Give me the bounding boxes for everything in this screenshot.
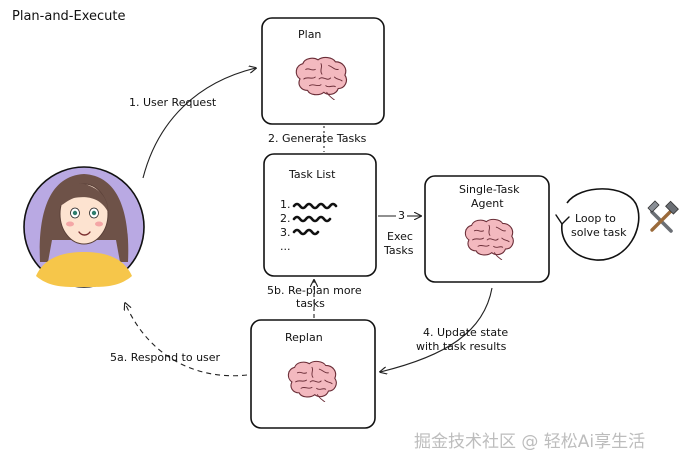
agent-label-line2: Agent — [471, 197, 504, 210]
watermark: 掘金技术社区 @ 轻松Ai享生活 — [414, 432, 645, 452]
task-list-box — [263, 153, 377, 277]
user-avatar-icon — [23, 166, 145, 288]
task-list-node: Task List 1. 2. 3. ... — [263, 153, 377, 277]
replan-label: Replan — [285, 331, 323, 344]
loop-arrowhead — [555, 214, 570, 225]
task-item-3-number: 3. — [280, 226, 291, 239]
plan-label: Plan — [298, 28, 321, 41]
loop-circle — [561, 188, 640, 261]
edge-respond-to-user — [125, 303, 248, 377]
diagram-title: Plan-and-Execute — [12, 9, 125, 24]
task-item-3-squiggle — [292, 228, 320, 236]
edge-label-update-line2: with task results — [416, 340, 507, 353]
edge-label-user-request: 1. User Request — [129, 96, 217, 109]
loop-node: Loop to solve task — [555, 188, 640, 261]
agent-node: Single-Task Agent — [424, 175, 550, 283]
agent-label-line1: Single-Task — [459, 183, 520, 196]
edge-label-exec-number: 3 — [398, 209, 405, 222]
edge-update-state — [380, 287, 493, 372]
replan-node: Replan — [250, 319, 376, 429]
edge-label-respond: 5a. Respond to user — [110, 351, 221, 364]
task-item-1-number: 1. — [280, 198, 291, 211]
edge-user-request — [142, 68, 256, 179]
loop-label-line1: Loop to — [575, 212, 616, 225]
task-item-2-squiggle — [292, 215, 332, 223]
edge-label-replan-more-line2: tasks — [296, 297, 325, 310]
task-item-ellipsis: ... — [280, 240, 291, 253]
edge-label-replan-more-line1: 5b. Re-plan more — [267, 284, 362, 297]
edge-label-exec-line1: Exec — [387, 230, 413, 243]
task-item-2-number: 2. — [280, 212, 291, 225]
edge-label-generate-tasks: 2. Generate Tasks — [268, 132, 367, 145]
edge-label-update-line1: 4. Update state — [423, 326, 508, 339]
plan-node: Plan — [261, 17, 385, 125]
hammer-wrench-icon — [647, 200, 679, 233]
task-list-label: Task List — [288, 168, 336, 181]
task-item-1-squiggle — [292, 202, 338, 210]
edge-label-exec-line2: Tasks — [383, 244, 414, 257]
loop-label-line2: solve task — [571, 226, 627, 239]
